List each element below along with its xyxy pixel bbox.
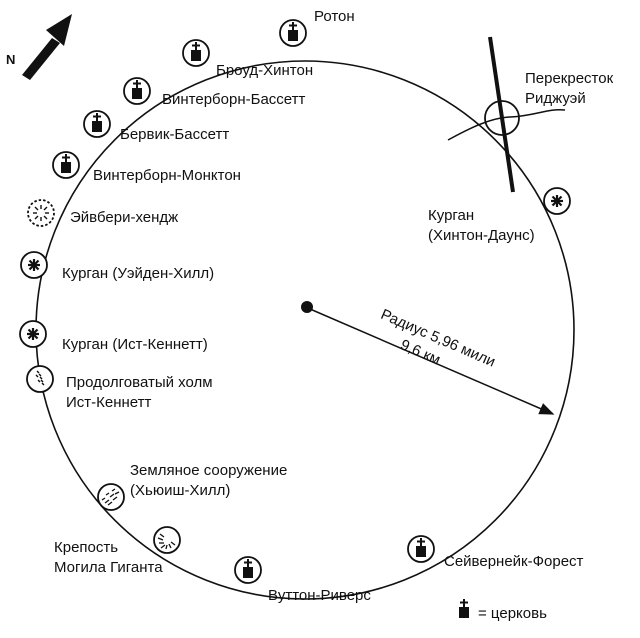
north-label: N: [6, 52, 15, 67]
site-label-2: Могила Гиганта: [54, 559, 163, 576]
radius-label: Радиус 5,96 мили 9,6 км: [378, 306, 498, 371]
north-arrow: N: [6, 14, 72, 80]
legend-text: = церковь: [478, 605, 547, 622]
site-winterbourne-monkton: Винтерборн-Монктон: [52, 151, 241, 184]
site-east-kennett: Курган (Ист-Кеннетт): [18, 319, 208, 353]
ley-circle: [35, 60, 575, 600]
site-label: Эйвбери-хендж: [70, 209, 178, 226]
site-label: Винтерборн-Монктон: [93, 167, 241, 184]
site-label: Броуд-Хинтон: [216, 62, 313, 79]
barrow-icon: [19, 250, 49, 280]
church-icon: [182, 39, 210, 67]
center-point: [301, 301, 313, 313]
earthwork-icon: [97, 483, 125, 511]
site-label: Сейвернейк-Форест: [444, 553, 584, 570]
site-roton: Ротон: [279, 8, 355, 47]
site-long-barrow: Продолговатый холм Ист-Кеннетт: [26, 365, 213, 411]
site-label: Перекресток: [525, 70, 614, 87]
site-broad-hinton: Броуд-Хинтон: [182, 39, 313, 79]
site-berwick-bassett: Бервик-Бассетт: [83, 110, 229, 143]
site-label: Вуттон-Риверс: [268, 587, 371, 604]
site-savernake: Сейвернейк-Форест: [407, 535, 584, 570]
site-label: Курган: [428, 207, 474, 224]
site-label: Бервик-Бассетт: [120, 126, 229, 143]
site-label-2: (Хинтон-Даунс): [428, 227, 535, 244]
site-huish-hill: Земляное сооружение (Хьюиш-Хилл): [97, 462, 287, 511]
site-label: Курган (Уэйден-Хилл): [62, 265, 214, 282]
site-wootton-rivers: Вуттон-Риверс: [234, 556, 371, 604]
church-icon: [83, 110, 111, 138]
church-icon: [459, 599, 469, 618]
site-label-2: Ист-Кеннетт: [66, 394, 152, 411]
church-icon: [407, 535, 435, 563]
site-hinton-downs: Курган (Хинтон-Даунс): [428, 186, 572, 244]
site-winterbourne-bassett: Винтерборн-Бассетт: [123, 77, 306, 108]
site-label: Ротон: [314, 8, 355, 25]
crossroads-icon: [447, 36, 566, 193]
legend: = церковь: [459, 599, 547, 622]
church-icon: [234, 556, 262, 584]
church-icon: [52, 151, 80, 179]
site-label: Курган (Ист-Кеннетт): [62, 336, 208, 353]
site-label: Продолговатый холм: [66, 374, 213, 391]
site-avebury: Эйвбери-хендж: [27, 199, 178, 227]
site-label: Крепость: [54, 539, 118, 556]
site-ridgeway: Перекресток Риджуэй: [525, 70, 614, 107]
site-waden-hill: Курган (Уэйден-Хилл): [19, 250, 214, 282]
church-icon: [279, 19, 307, 47]
site-label: Винтерборн-Бассетт: [162, 91, 306, 108]
radius-arrow: [309, 308, 555, 415]
site-label: Земляное сооружение: [130, 462, 287, 479]
hillfort-icon: [153, 526, 181, 554]
site-giants-grave: Крепость Могила Гиганта: [54, 526, 181, 576]
church-icon: [123, 77, 151, 105]
henge-icon: [27, 199, 55, 227]
barrow-icon: [18, 319, 48, 349]
barrow-icon: [542, 186, 572, 216]
site-label-2: Риджуэй: [525, 90, 586, 107]
long-barrow-icon: [26, 365, 54, 393]
site-label-2: (Хьюиш-Хилл): [130, 482, 230, 499]
